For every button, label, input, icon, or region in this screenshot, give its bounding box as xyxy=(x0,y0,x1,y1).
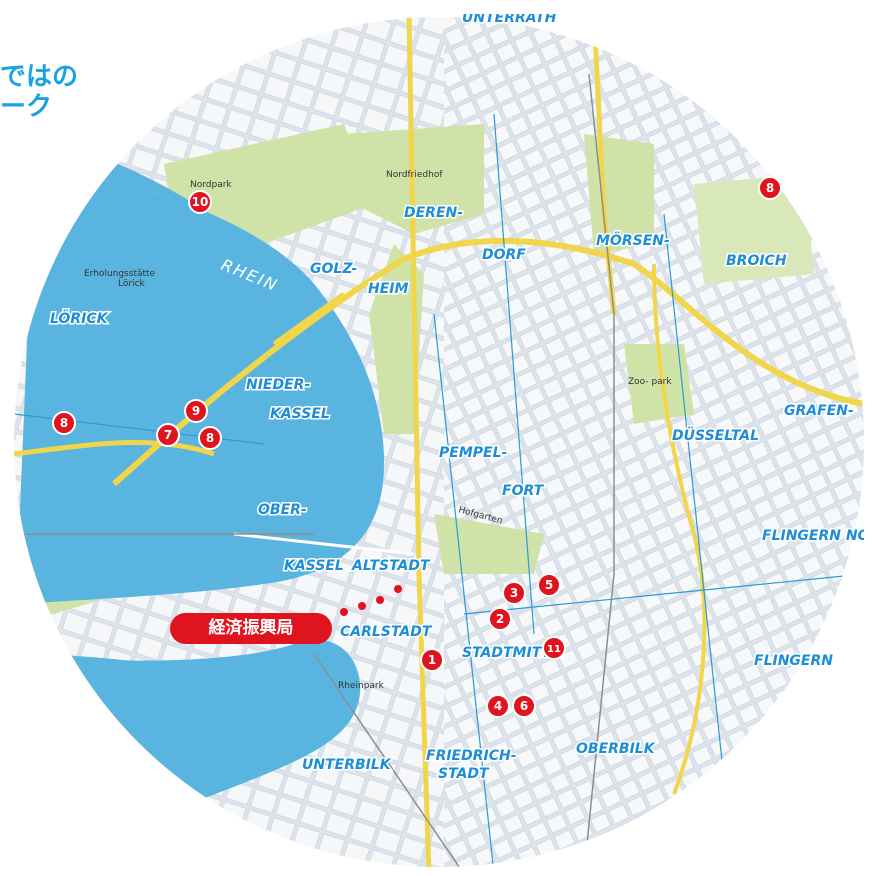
marker-9-label: 9 xyxy=(192,404,200,418)
district-oberkassel-1: OBER- xyxy=(258,502,307,518)
marker-5-label: 5 xyxy=(545,578,553,592)
district-niederkassel-1: NIEDER- xyxy=(246,377,310,393)
road-ring xyxy=(111,237,864,487)
marker-2-label: 2 xyxy=(496,612,504,626)
marker-10-label: 10 xyxy=(192,195,209,209)
marker-6-label: 6 xyxy=(520,699,528,713)
map-svg: UNTERRATH DEREN- DORF GOLZ- HEIM MÖRSEN-… xyxy=(14,14,864,867)
label-nordfriedhof: Nordfriedhof xyxy=(386,170,443,180)
district-flingern-nord: FLINGERN NORD xyxy=(762,528,864,544)
district-carlstadt: CARLSTADT xyxy=(340,624,433,640)
district-grafenberg: GRAFEN- xyxy=(784,403,854,419)
district-derendorf-1: DEREN- xyxy=(404,205,463,221)
tram-3 xyxy=(493,113,535,635)
road-eastern-loop xyxy=(652,263,707,795)
marker-1-label: 1 xyxy=(428,653,436,667)
marker-5[interactable]: 5 xyxy=(537,573,561,597)
city-map[interactable]: UNTERRATH DEREN- DORF GOLZ- HEIM MÖRSEN-… xyxy=(14,14,864,874)
label-loerick-small: Lörick xyxy=(118,279,146,289)
marker-4-label: 4 xyxy=(494,699,502,713)
title-line-1: ではの xyxy=(0,62,79,92)
district-moersenbroich-2: BROICH xyxy=(726,253,787,269)
rail-line-1 xyxy=(583,73,615,867)
park-golzheim xyxy=(369,244,424,434)
label-erholungsstaette: Erholungsstätte xyxy=(84,269,156,279)
marker-8-west-label: 8 xyxy=(60,416,68,430)
tram-2 xyxy=(463,573,864,615)
district-friedrichstadt-2: STADT xyxy=(438,766,490,782)
district-oberbilk: OBERBILK xyxy=(576,741,656,757)
district-flingern: FLINGERN xyxy=(754,653,833,669)
marker-11-label: 11 xyxy=(547,644,561,655)
district-unterrath: UNTERRATH xyxy=(462,14,557,26)
district-golzheim-2: HEIM xyxy=(368,281,408,297)
park-east xyxy=(694,174,814,284)
marker-8-niederkassel-label: 8 xyxy=(206,431,214,445)
marker-8-east[interactable]: 8 xyxy=(758,176,782,200)
road-bridge-mid xyxy=(233,532,415,556)
road-north-south xyxy=(406,17,432,867)
marker-8-niederkassel[interactable]: 8 xyxy=(198,426,222,450)
district-stadtmitte: STADTMITTE xyxy=(462,645,561,661)
marker-2[interactable]: 2 xyxy=(488,607,512,631)
title-line-2: ーク xyxy=(0,92,53,122)
district-oberkassel-2: KASSEL xyxy=(284,558,344,574)
office-label-economic-development[interactable]: 経済振興局 xyxy=(170,613,332,644)
district-derendorf-2: DORF xyxy=(482,247,526,263)
marker-3-label: 3 xyxy=(510,586,518,600)
marker-7-label: 7 xyxy=(164,428,172,442)
marker-1[interactable]: 1 xyxy=(420,648,444,672)
park-hofgarten xyxy=(434,514,544,574)
district-niederkassel-2: KASSEL xyxy=(270,406,330,422)
district-duesseltal: DÜSSELTAL xyxy=(672,426,759,444)
label-nordpark: Nordpark xyxy=(190,180,232,190)
marker-11[interactable]: 11 xyxy=(542,636,566,660)
rail-line-3 xyxy=(313,653,465,867)
tram-1 xyxy=(433,313,495,867)
page-title: ではの ーク xyxy=(0,62,78,122)
marker-8-east-label: 8 xyxy=(766,181,774,195)
road-bridge-north xyxy=(272,291,346,347)
district-golzheim-1: GOLZ- xyxy=(310,261,357,277)
marker-6[interactable]: 6 xyxy=(512,694,536,718)
road-west xyxy=(14,439,215,457)
label-rheinpark: Rheinpark xyxy=(338,681,385,691)
office-leader-dots xyxy=(340,585,402,616)
label-zoopark: Zoo- park xyxy=(628,377,672,387)
park-zoopark xyxy=(624,344,694,424)
marker-9[interactable]: 9 xyxy=(184,399,208,423)
district-altstadt: ALTSTADT xyxy=(351,558,431,574)
district-friedrichstadt-1: FRIEDRICH- xyxy=(426,748,517,764)
marker-7[interactable]: 7 xyxy=(156,423,180,447)
park-nordpark xyxy=(164,124,374,244)
marker-3[interactable]: 3 xyxy=(502,581,526,605)
marker-4[interactable]: 4 xyxy=(486,694,510,718)
district-unterbilk: UNTERBILK xyxy=(302,757,392,773)
district-pempelfort-1: PEMPEL- xyxy=(439,445,508,461)
district-pempelfort-2: FORT xyxy=(502,483,545,499)
district-moersenbroich-1: MÖRSEN- xyxy=(596,231,670,249)
marker-10[interactable]: 10 xyxy=(188,190,212,214)
marker-8-west[interactable]: 8 xyxy=(52,411,76,435)
district-loerick: LÖRICK xyxy=(50,309,109,327)
